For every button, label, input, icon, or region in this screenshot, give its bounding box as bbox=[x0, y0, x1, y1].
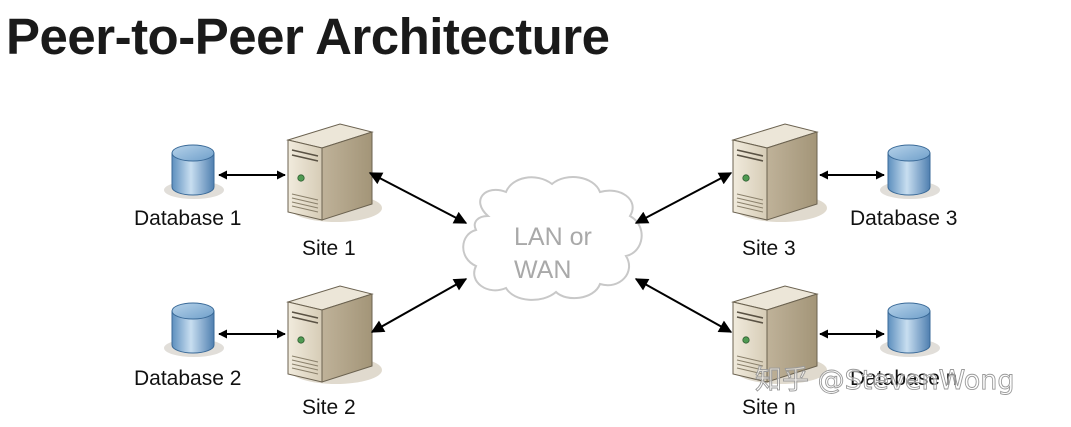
network-cloud: LAN or WAN bbox=[462, 176, 643, 301]
database-icon bbox=[164, 302, 224, 357]
arrow-cloud-site3 bbox=[634, 172, 733, 224]
site-3-label: Site 3 bbox=[742, 237, 796, 260]
server-tower-icon bbox=[286, 285, 382, 384]
database-icon bbox=[880, 302, 940, 357]
arrow-cloud-siten bbox=[634, 278, 733, 333]
arrow-site1-cloud bbox=[368, 172, 468, 224]
cloud-icon bbox=[462, 176, 643, 301]
site-1-group: Database 1 Site 1 bbox=[134, 123, 382, 260]
cloud-label-line1: LAN or bbox=[514, 223, 592, 251]
server-tower-icon bbox=[731, 123, 827, 222]
server-tower-icon bbox=[286, 123, 382, 222]
database-icon bbox=[880, 144, 940, 199]
database-3-label: Database 3 bbox=[850, 207, 957, 230]
site-n-group: Site n Database n bbox=[731, 285, 957, 419]
arrow-site2-cloud bbox=[370, 278, 468, 333]
cloud-label-line2: WAN bbox=[514, 256, 571, 284]
database-n-label: Database n bbox=[850, 367, 957, 390]
page-title: Peer-to-Peer Architecture bbox=[6, 8, 610, 65]
database-2-label: Database 2 bbox=[134, 367, 241, 390]
site-n-label: Site n bbox=[742, 396, 796, 419]
server-tower-icon bbox=[731, 285, 827, 384]
database-icon bbox=[164, 144, 224, 199]
site-1-label: Site 1 bbox=[302, 237, 356, 260]
site-2-label: Site 2 bbox=[302, 396, 356, 419]
site-2-group: Database 2 Site 2 bbox=[134, 285, 382, 419]
database-1-label: Database 1 bbox=[134, 207, 241, 230]
watermark-text: 知乎 @StevenWong bbox=[755, 365, 1015, 396]
site-3-group: Site 3 Database 3 bbox=[731, 123, 957, 260]
